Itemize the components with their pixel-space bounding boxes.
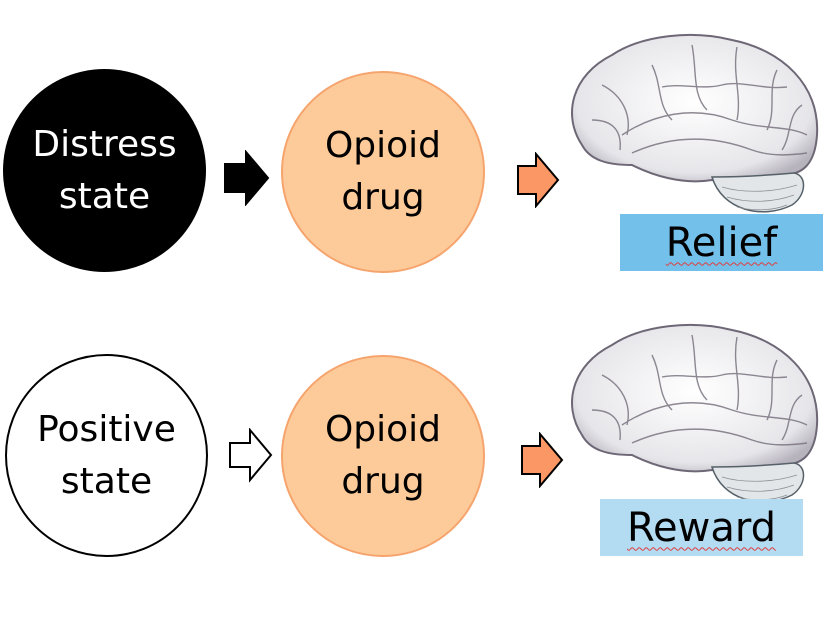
opioid-drug-node-2: Opioid drug bbox=[281, 355, 485, 557]
opioid-drug-line1: Opioid bbox=[324, 125, 442, 166]
opioid-drug-node-1: Opioid drug bbox=[281, 71, 485, 273]
brain-image-1 bbox=[571, 34, 819, 213]
positive-state-line2: state bbox=[60, 460, 153, 502]
opioid-drug-line1: Opioid bbox=[324, 409, 442, 450]
opioid-drug-line2: drug bbox=[341, 461, 425, 502]
relief-outcome-label: Relief bbox=[620, 214, 823, 271]
reward-outcome-label: Reward bbox=[600, 499, 803, 556]
orange-arrow-icon bbox=[521, 432, 564, 488]
reward-text: Reward bbox=[627, 504, 776, 551]
opioid-drug-line2: drug bbox=[341, 177, 425, 218]
distress-state-line2: state bbox=[58, 175, 151, 217]
distress-state-line1: Distress bbox=[32, 123, 177, 165]
orange-arrow-icon bbox=[517, 152, 560, 208]
solid-arrow-icon bbox=[224, 150, 270, 206]
positive-state-line1: Positive bbox=[37, 408, 176, 450]
brain-image-2 bbox=[571, 324, 819, 503]
outlined-arrow-icon bbox=[229, 428, 273, 483]
distress-state-node: Distress state bbox=[3, 69, 206, 272]
relief-text: Relief bbox=[665, 219, 778, 266]
positive-state-node: Positive state bbox=[5, 354, 208, 557]
